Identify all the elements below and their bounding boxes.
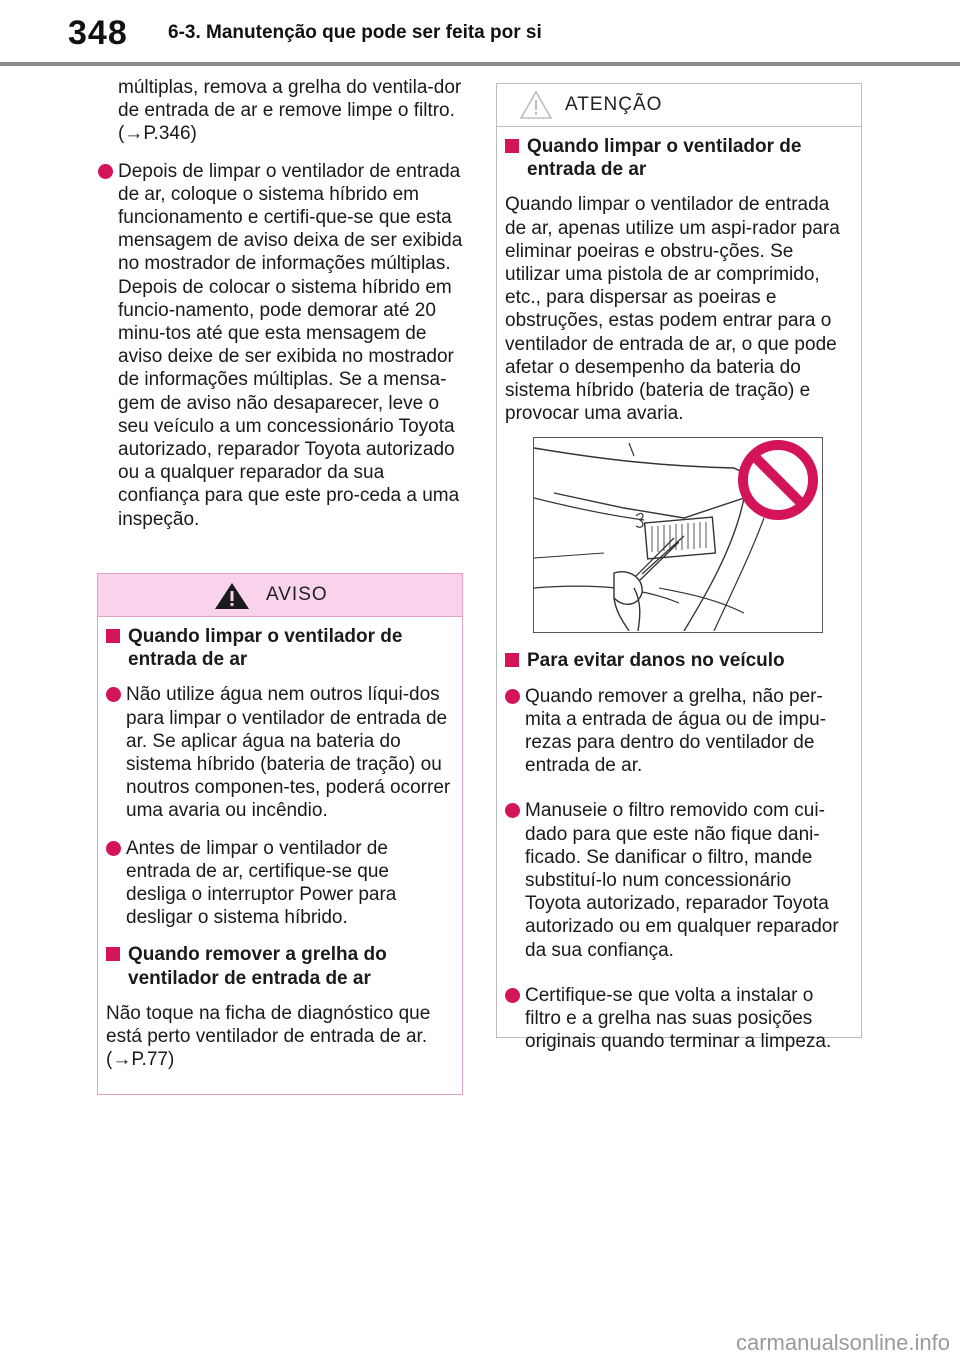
aviso-heading-1: Quando limpar o ventilador de entrada de… [106, 625, 452, 671]
aviso-bullet-2: Antes de limpar o ventilador de entrada … [106, 837, 452, 930]
aviso-heading-2: Quando remover a grelha do ventilador de… [106, 943, 452, 989]
footer-watermark: carmanualsonline.info [735, 1330, 950, 1355]
aviso-box: AVISO Quando limpar o ventilador de entr… [97, 573, 463, 1095]
aviso-heading-1-text: Quando limpar o ventilador de entrada de… [128, 626, 403, 671]
atencao-bullet-3: Certifique-se que volta a instalar o fil… [505, 984, 851, 1054]
atencao-label: ATENÇÃO [565, 94, 663, 115]
aviso-header: AVISO [98, 574, 462, 617]
aviso-bullet-1: Não utilize água nem outros líqui-dos pa… [106, 683, 452, 822]
atencao-heading-1-text: Quando limpar o ventilador de entrada de… [527, 136, 802, 181]
bullet-item: Depois de limpar o ventilador de entrada… [98, 160, 468, 531]
bullet-dot-icon [505, 688, 520, 704]
square-bullet-icon [106, 947, 120, 962]
cleaning-illustration [533, 437, 823, 634]
square-bullet-icon [106, 629, 120, 643]
bullet-dot-icon [505, 803, 520, 819]
aviso-paragraph: Não toque na ficha de diagnóstico que es… [106, 1002, 431, 1071]
aviso-heading-2-text: Quando remover a grelha do ventilador de… [128, 944, 387, 989]
bullet-text: Depois de limpar o ventilador de entrada… [118, 160, 463, 530]
square-bullet-icon [505, 653, 519, 668]
bullet-dot-icon [106, 840, 121, 856]
bullet-dot-icon [98, 163, 113, 179]
section-title: 6-3. Manutenção que pode ser feita por s… [168, 22, 542, 43]
aviso-label: AVISO [266, 584, 328, 605]
aviso-bullet-2-text: Antes de limpar o ventilador de entrada … [126, 837, 397, 929]
square-bullet-icon [505, 139, 519, 153]
warning-triangle-icon [215, 583, 249, 609]
page-header: 348 6-3. Manutenção que pode ser feita p… [0, 0, 960, 66]
bullet-dot-icon [106, 687, 121, 703]
atencao-body: Quando limpar o ventilador de entrada de… [497, 127, 861, 1053]
atencao-bullet-3-text: Certifique-se que volta a instalar o fil… [525, 984, 832, 1053]
atencao-bullet-1: Quando remover a grelha, não per-mita a … [505, 685, 851, 778]
atencao-box: ATENÇÃO Quando limpar o ventilador de en… [496, 83, 862, 1052]
atencao-paragraph: Quando limpar o ventilador de entrada de… [505, 194, 840, 425]
atencao-heading-2-text: Para evitar danos no veículo [527, 650, 785, 672]
aviso-bullet-1-text: Não utilize água nem outros líqui-dos pa… [126, 684, 451, 822]
atencao-bullet-1-text: Quando remover a grelha, não per-mita a … [525, 685, 827, 777]
left-column: múltiplas, remova a grelha do ventila-do… [98, 76, 468, 545]
intro-text: múltiplas, remova a grelha do ventila-do… [118, 77, 462, 145]
aviso-body: Quando limpar o ventilador de entrada de… [98, 617, 462, 1071]
bullet-dot-icon [505, 987, 520, 1003]
caution-triangle-icon [519, 90, 553, 119]
atencao-header: ATENÇÃO [497, 84, 861, 127]
atencao-heading-1: Quando limpar o ventilador de entrada de… [505, 135, 851, 181]
header-rule [0, 62, 960, 66]
page-number: 348 [68, 14, 128, 52]
vehicle-interior-drawing [533, 440, 818, 632]
atencao-bullet-2: Manuseie o filtro removido com cui-dado … [505, 799, 851, 961]
atencao-heading-2: Para evitar danos no veículo [505, 649, 851, 672]
atencao-bullet-2-text: Manuseie o filtro removido com cui-dado … [525, 800, 839, 961]
